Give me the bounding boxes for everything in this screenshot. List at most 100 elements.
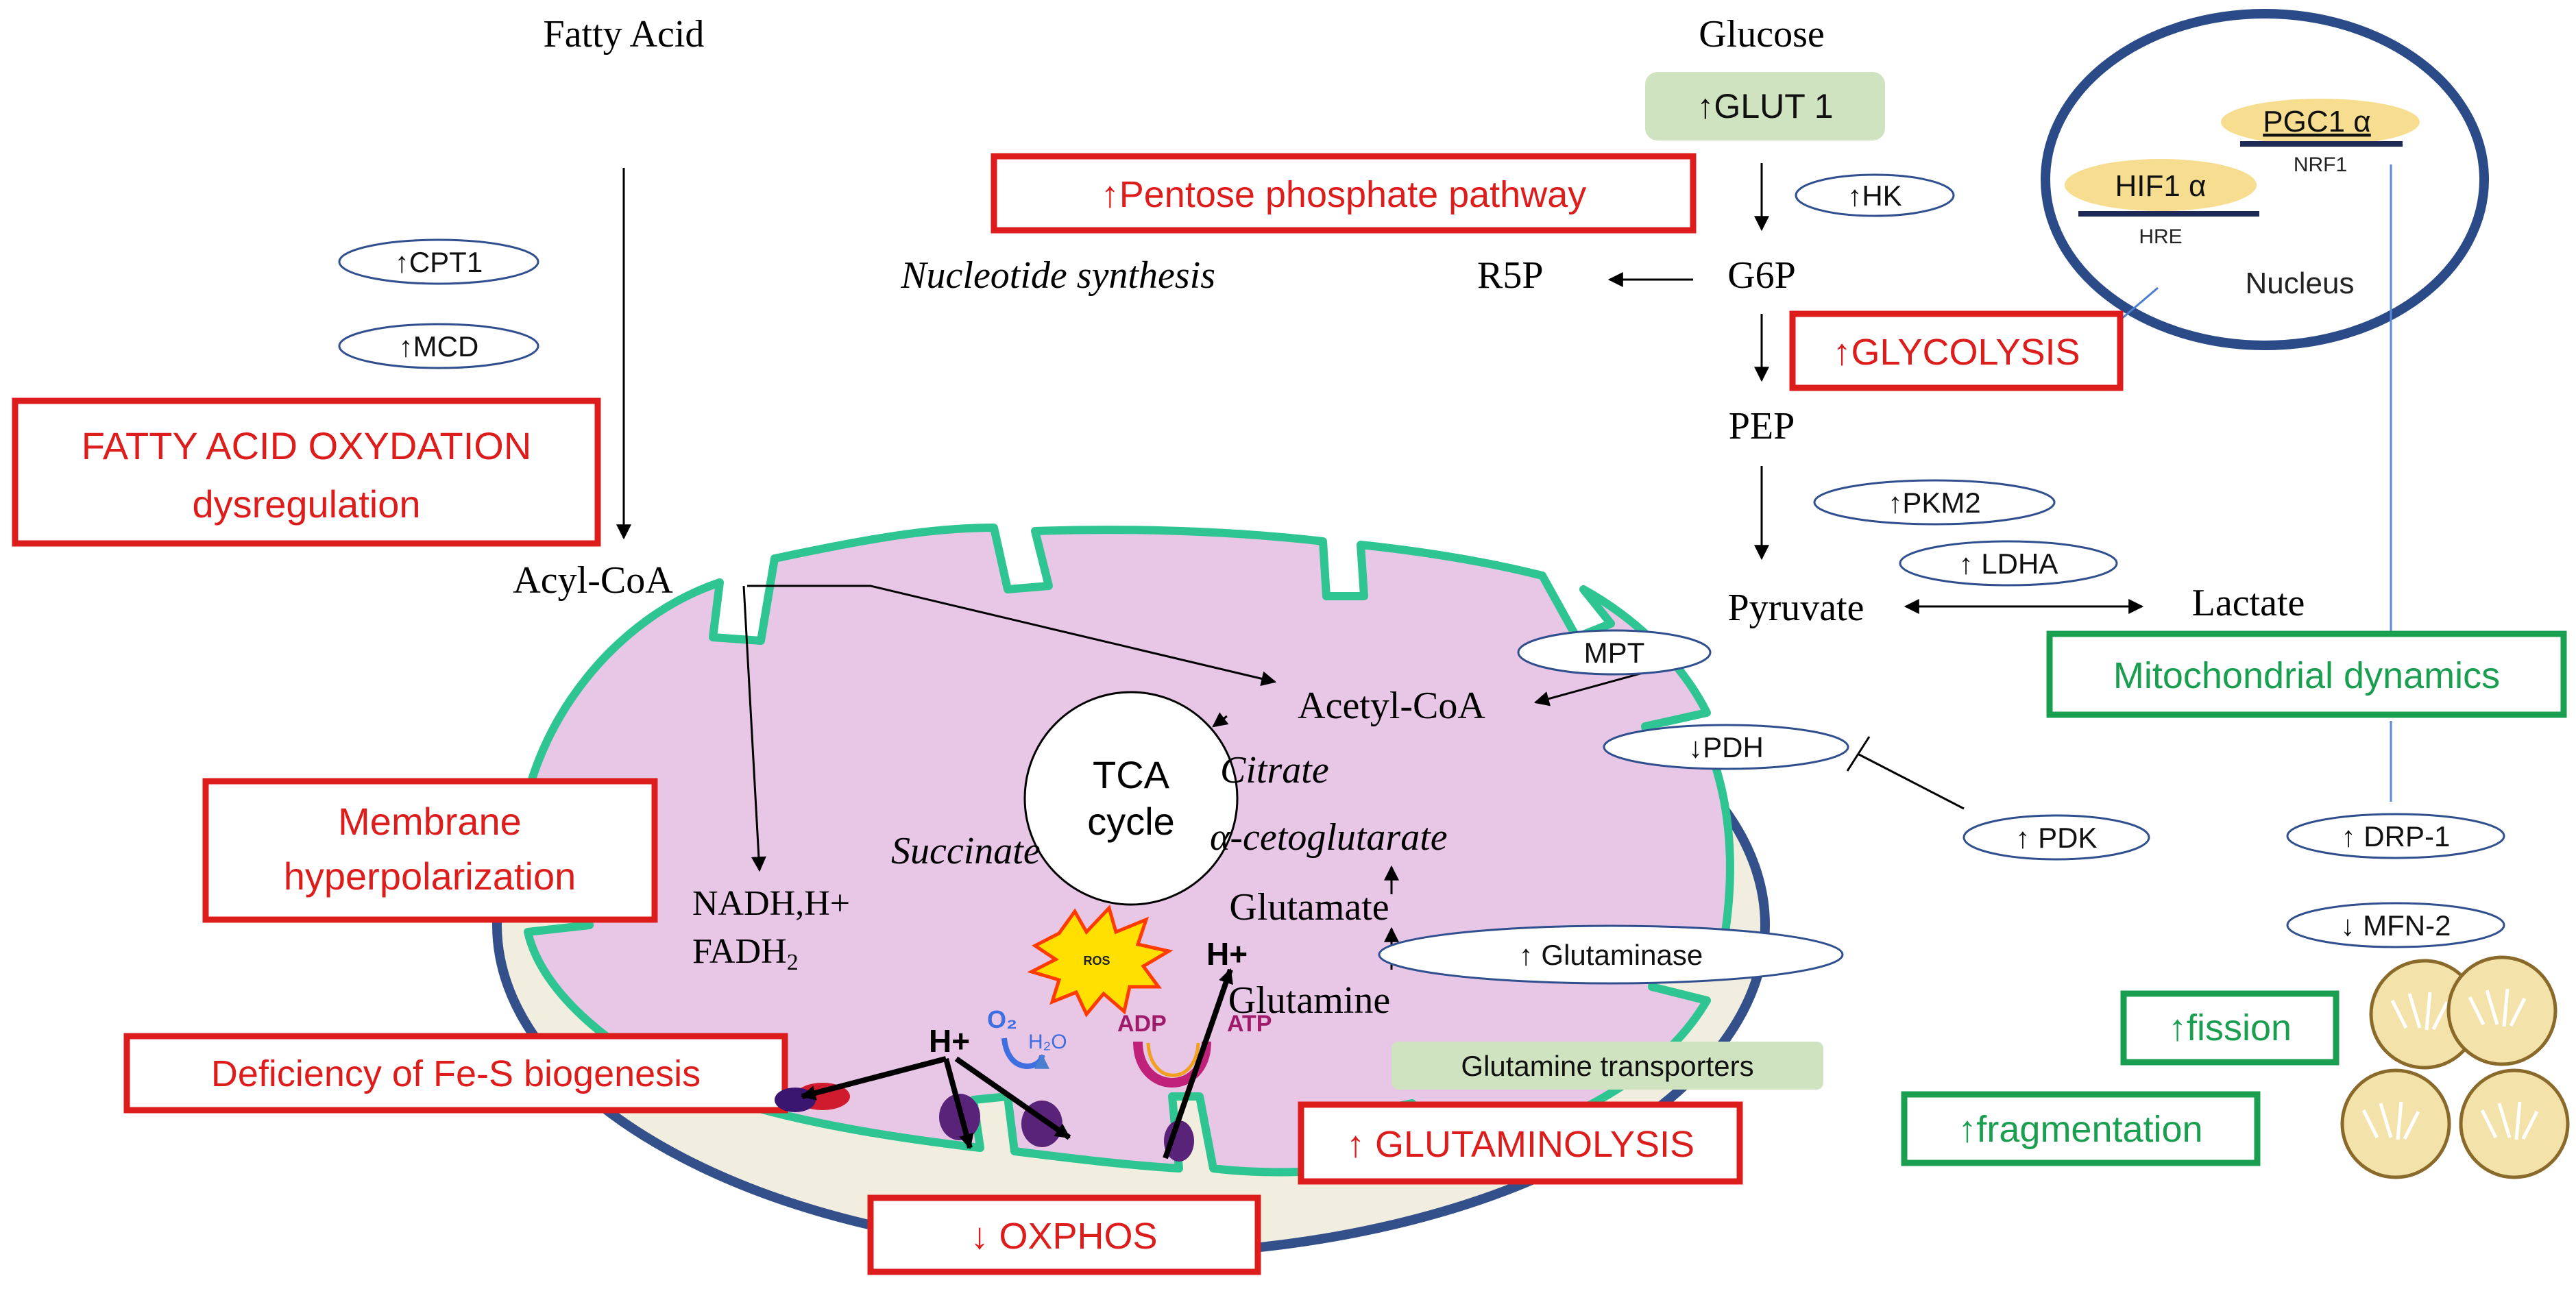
metabolite-labels: Fatty Acid Glucose Acyl-CoA G6P Nucleoti…: [513, 13, 2305, 1022]
fission-box: [2120, 990, 2340, 1066]
ldha-label: ↑ LDHA: [1959, 548, 2058, 580]
complex-v-icon: [1164, 1120, 1194, 1162]
mitochondrion-icon: [2459, 1068, 2570, 1179]
arrow-acyl-coa-to-acetyl-coa: [747, 585, 1277, 687]
hk-label: ↑HK: [1847, 180, 1901, 212]
cpt1-ellipse: [338, 238, 539, 285]
oxphos-label: ↓ OXPHOS: [970, 1216, 1157, 1257]
ppp-box: [991, 153, 1697, 234]
drp1-ellipse: [2286, 813, 2505, 859]
pgc1a-pill: [2221, 99, 2420, 145]
nucleus-label: Nucleus: [2246, 267, 2355, 300]
fragmentation-box: [1901, 1091, 2261, 1166]
tca-label-line1: TCA: [1093, 753, 1170, 796]
pgc1a-label: PGC1 α: [2263, 105, 2370, 138]
acetyl-coa-label: Acetyl-CoA: [1298, 685, 1485, 727]
fadh2-label: FADH2: [692, 932, 799, 975]
a-cetoglutarate-label: α-cetoglutarate: [1210, 816, 1448, 859]
fragmentation-label: ↑fragmentation: [1958, 1109, 2202, 1150]
mpt-ellipse: [1517, 629, 1712, 676]
hk-ellipse: [1795, 173, 1955, 217]
g6p-label: G6P: [1727, 254, 1796, 297]
succinate-label: Succinate: [891, 830, 1041, 872]
cpt1-label: ↑CPT1: [395, 246, 483, 278]
oxphos-box: [867, 1194, 1261, 1275]
fao-box: [12, 397, 601, 547]
hre-label: HRE: [2139, 225, 2182, 248]
tca-label-line2: cycle: [1087, 800, 1175, 843]
membrane-label-line2: hyperpolarization: [284, 855, 576, 898]
h-plus-right: H+: [1206, 936, 1248, 972]
pyruvate-label: Pyruvate: [1727, 587, 1864, 629]
fes-box: [123, 1033, 788, 1114]
glutaminolysis-label: ↑ GLUTAMINOLYSIS: [1346, 1124, 1694, 1165]
tca-cycle-circle: [1023, 691, 1239, 906]
glutamate-label: Glutamate: [1229, 886, 1389, 929]
enzymes: ↑GLUT 1 ↑HK ↑CPT1 ↑MCD ↑PKM2 ↑ LDHA MPT …: [338, 72, 2505, 1090]
proton-arrow: [800, 1056, 947, 1101]
h-plus-left: H+: [929, 1023, 970, 1059]
mcd-label: ↑MCD: [399, 330, 479, 363]
proton-arrow: [1163, 968, 1233, 1159]
glutaminolysis-box: [1298, 1101, 1743, 1185]
glut1-pill: [1645, 72, 1885, 140]
ros-starburst-icon: [1027, 905, 1174, 1018]
o2-to-h2o-arrow-icon: [1001, 1038, 1049, 1069]
proton-arrows: [800, 968, 1233, 1159]
nadh-label: NADH,H+: [692, 884, 850, 923]
glycolysis-label: ↑GLYCOLYSIS: [1832, 332, 2080, 373]
pdh-ellipse: [1603, 724, 1849, 770]
o2-label: O₂: [987, 1005, 1017, 1033]
arrow-acetyl-coa-to-tca: [1212, 712, 1229, 728]
pdk-inhibit-bar: [1846, 736, 1871, 772]
hif1a-pill: [2065, 159, 2257, 211]
pdk-inhibits-pdh: [1857, 752, 1965, 810]
drp1-label: ↑ DRP-1: [2342, 820, 2451, 852]
nrf1-label: NRF1: [2294, 154, 2347, 176]
fission-mitochondria-icons: [2340, 955, 2570, 1179]
fao-label-line1: FATTY ACID OXYDATION: [82, 424, 532, 467]
pkm2-label: ↑PKM2: [1888, 487, 1980, 519]
mitochondrion-icon: [2340, 1068, 2451, 1179]
glutaminase-label: ↑ Glutaminase: [1519, 939, 1703, 971]
citrate-label: Citrate: [1220, 749, 1329, 791]
nucleus-outline: [2041, 9, 2489, 350]
etc-details: ROS H+ H+ O₂ H₂O ADP ATP: [775, 905, 1272, 1162]
fission-label: ↑fission: [2168, 1007, 2292, 1048]
arrow-acyl-coa-to-nadh: [742, 585, 766, 872]
fadh2-subscript: 2: [787, 950, 799, 975]
nucleotide-synthesis-label: Nucleotide synthesis: [900, 254, 1215, 297]
pkm2-ellipse: [1813, 479, 2056, 526]
mfn2-label: ↓ MFN-2: [2341, 909, 2451, 942]
glucose-label: Glucose: [1699, 13, 1825, 56]
membrane-label-line1: Membrane: [338, 800, 522, 843]
pdh-label: ↓PDH: [1688, 731, 1764, 763]
ppp-label: ↑Pentose phosphate pathway: [1101, 174, 1587, 215]
pep-label: PEP: [1729, 405, 1795, 447]
nucleus: PGC1 α NRF1 HIF1 α HRE Nucleus: [2041, 9, 2489, 350]
green-boxes: Mitochondrial dynamics ↑fission ↑fragmen…: [1901, 630, 2567, 1166]
fatty-acid-label: Fatty Acid: [544, 13, 705, 56]
acyl-coa-label: Acyl-CoA: [513, 559, 673, 602]
hif1a-label: HIF1 α: [2115, 169, 2206, 203]
glutaminase-ellipse: [1378, 924, 1844, 985]
r5p-label: R5P: [1477, 254, 1544, 297]
red-boxes: ↑Pentose phosphate pathway ↑GLYCOLYSIS F…: [12, 153, 2124, 1275]
pdk-label: ↑ PDK: [2015, 822, 2097, 854]
ros-label: ROS: [1083, 954, 1110, 968]
glycolysis-box: [1789, 310, 2124, 391]
glutamine-label: Glutamine: [1228, 979, 1390, 1022]
h2o-label: H₂O: [1028, 1031, 1067, 1053]
mito-dynamics-box: [2046, 630, 2567, 718]
atp-synthase-icon: [1133, 1041, 1211, 1088]
mitochondrion-icon: [2446, 955, 2557, 1066]
fes-label: Deficiency of Fe-S biogenesis: [211, 1053, 701, 1094]
pdk-ellipse: [1963, 814, 2150, 861]
proton-arrow: [954, 1056, 1071, 1140]
glut1-label: ↑GLUT 1: [1697, 87, 1833, 125]
mfn2-ellipse: [2286, 902, 2505, 948]
mito-dynamics-label: Mitochondrial dynamics: [2113, 655, 2500, 696]
fadh2-text: FADH: [692, 932, 787, 971]
